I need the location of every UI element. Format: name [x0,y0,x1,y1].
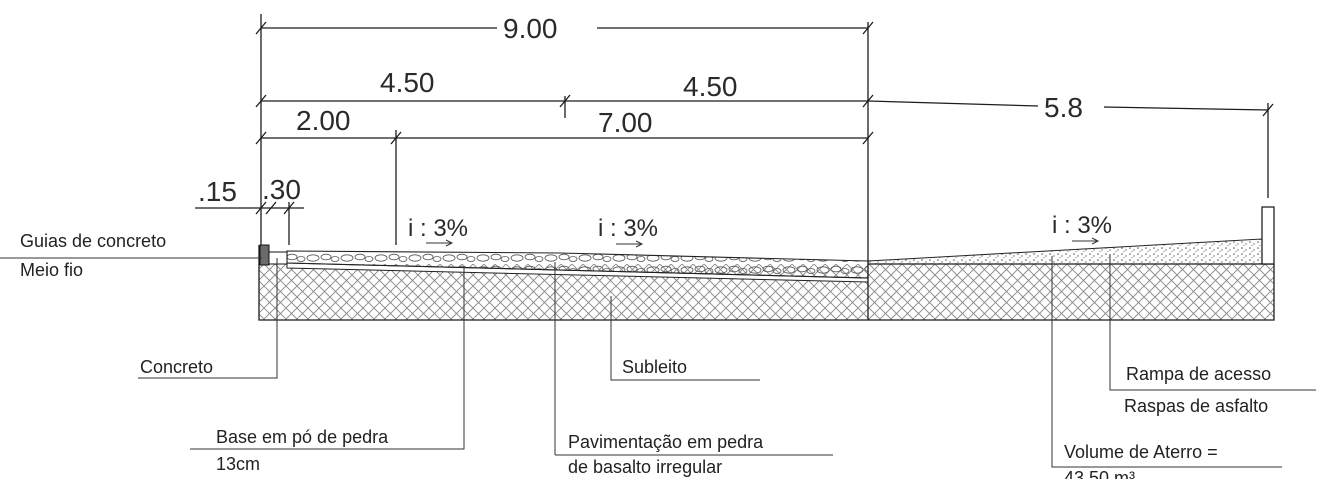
tick [265,201,277,215]
leader-volume [1051,256,1282,468]
leader-lines [0,254,1316,468]
dimension-texts: 9.00 4.50 4.50 5.8 2.00 7.00 .15 .30 [198,13,1083,207]
cross-section [258,206,1275,321]
dim-line-access-b [1103,106,1269,111]
tick [283,201,295,215]
tick [862,21,874,35]
tick [1262,103,1274,117]
slope-arrowhead-middle [635,240,644,248]
curb-concrete-fill [268,251,288,265]
label-guias: Guias de concreto [20,231,166,251]
dim-700: 7.00 [598,107,653,138]
label-meio-fio: Meio fio [20,260,83,280]
dim-200: 2.00 [296,105,351,136]
label-pavimentacao-2: de basalto irregular [568,457,722,477]
label-concreto: Concreto [140,357,213,377]
label-raspas: Raspas de asfalto [1124,396,1268,416]
dim-curb-030: .30 [262,174,301,205]
access-ramp-fill [867,238,1263,265]
tick [559,94,571,108]
dim-line-access [867,100,1039,107]
dim-curb-015: .15 [198,176,237,207]
label-base: Base em pó de pedra [216,427,389,447]
label-volume-2: 43,50 m³ [1064,468,1135,479]
dim-total: 9.00 [503,13,558,44]
slope-arrowhead-left [445,239,454,247]
dim-half-right: 4.50 [683,71,738,102]
label-volume-1: Volume de Aterro = [1064,442,1218,462]
leader-rampa [1109,254,1316,391]
dimension-lines [195,14,1274,255]
tick [255,201,267,215]
slope-middle: i : 3% [598,215,658,242]
label-rampa: Rampa de acesso [1126,364,1271,384]
slope-right: i : 3% [1052,212,1112,239]
tick [390,131,402,145]
tick [862,131,874,145]
tick [255,94,267,108]
tick [255,131,267,145]
leader-base [190,268,465,450]
label-pavimentacao-1: Pavimentação em pedra [568,432,764,452]
slope-arrowhead-right [1091,237,1100,245]
tick [255,21,267,35]
slope-markers: i : 3% i : 3% i : 3% [408,212,1112,248]
ramp-wall [1261,206,1275,265]
dim-access: 5.8 [1044,92,1083,123]
label-subleito: Subleito [622,357,687,377]
concrete-curb [259,244,270,266]
annotation-labels: Guias de concreto Meio fio Concreto Base… [20,231,1271,479]
leader-subleito [610,296,760,381]
section-outline [258,245,1275,321]
label-base-thickness: 13cm [216,454,260,474]
dim-half-left: 4.50 [380,67,435,98]
leader-concreto [138,258,278,379]
slope-left: i : 3% [408,215,468,242]
